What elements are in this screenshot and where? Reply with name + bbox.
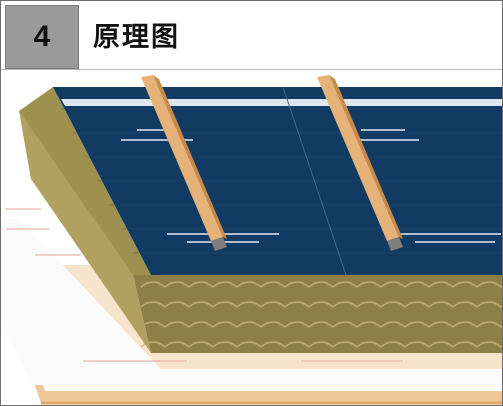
- section-title: 原理图: [93, 22, 180, 53]
- section-number: 4: [33, 20, 51, 53]
- roof-illustration: [1, 69, 502, 405]
- insulation-front: [133, 275, 502, 353]
- insulation-side-face: [19, 111, 151, 353]
- insulation-side: [19, 87, 151, 279]
- insulation-pattern: [140, 281, 502, 349]
- rafter-left: [141, 75, 227, 251]
- section-number-box: 4: [5, 5, 79, 69]
- membrane-edge-strip: [61, 99, 502, 106]
- rafter-right: [317, 75, 403, 251]
- vapour-layer: [1, 219, 502, 385]
- membrane-grid: [61, 108, 502, 254]
- base-print: [5, 208, 403, 362]
- section-header: 4 原理图: [1, 1, 502, 70]
- roof-cross-section-icon: [1, 75, 502, 405]
